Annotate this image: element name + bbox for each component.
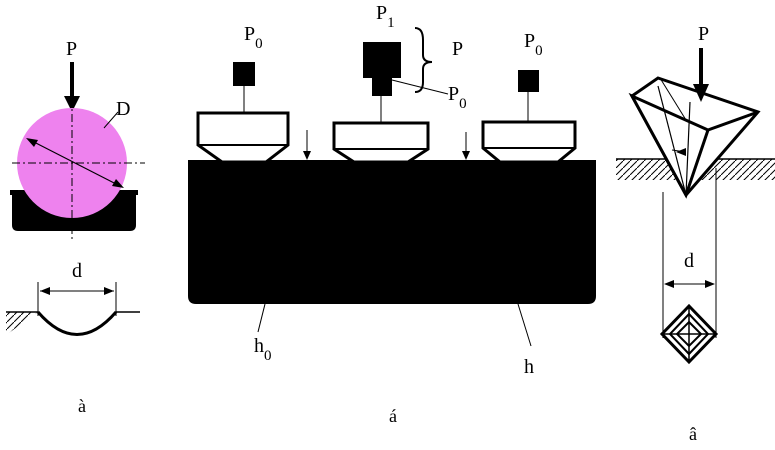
h0-leader <box>257 303 266 333</box>
imprint-diameter-label: d <box>72 260 82 282</box>
panel-b-rockwell: P0 P1 P P0 P0 <box>188 2 596 426</box>
sum-brace <box>414 27 433 93</box>
preload-label-right: P0 <box>524 30 543 59</box>
depth-marker-h <box>462 132 470 160</box>
caption-b: á <box>389 406 397 426</box>
load-arrow <box>693 48 709 102</box>
diameter-dimension <box>26 111 124 188</box>
h-leader <box>517 303 532 347</box>
load-label: P <box>66 38 77 60</box>
diagonal-label: d <box>684 250 694 272</box>
indenter-preload-right <box>481 70 577 170</box>
indenter-preload-left <box>196 62 290 170</box>
indenter-full-load <box>332 42 449 170</box>
specimen-block <box>188 160 596 304</box>
caption-c: â <box>689 424 697 444</box>
panel-c-vickers: P d â <box>616 23 775 444</box>
block-right-lip <box>112 190 138 195</box>
main-load-label: P1 <box>376 2 395 31</box>
caption-a: à <box>78 396 86 416</box>
preload-label-left: P0 <box>244 23 263 52</box>
diamond-pyramid-indenter <box>628 76 761 199</box>
preload-label-middle: P0 <box>448 83 467 112</box>
diagonal-dimension <box>664 280 715 288</box>
depth-label-h: h <box>524 356 534 378</box>
imprint-section <box>6 282 140 336</box>
depth-marker-h0 <box>303 130 311 160</box>
panel-a-brinell: P D d à <box>6 38 145 416</box>
load-label: P <box>698 23 709 45</box>
diameter-label: D <box>116 98 130 120</box>
depth-label-h0: h0 <box>254 335 272 364</box>
pyramid-imprint-top-view <box>659 303 719 365</box>
total-load-label: P <box>452 38 463 60</box>
block-left-lip <box>10 190 36 195</box>
